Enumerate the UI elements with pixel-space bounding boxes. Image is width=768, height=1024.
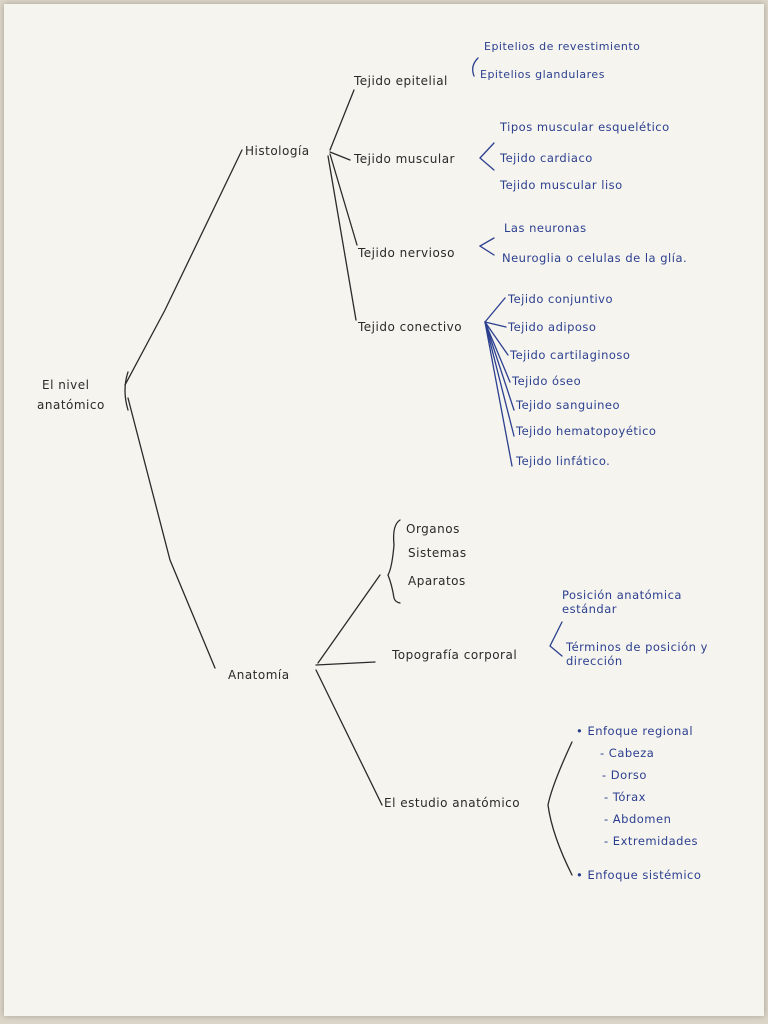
regional-abdomen: - Abdomen <box>604 812 672 826</box>
brace-epitelial <box>472 57 479 77</box>
tejido-epitelial-label: Tejido epitelial <box>354 74 448 88</box>
tejido-conjuntivo: Tejido conjuntivo <box>508 292 613 306</box>
line-histo-conectivo <box>327 155 357 321</box>
epitelios-glandulares: Epitelios glandulares <box>480 68 605 81</box>
tejido-muscular-label: Tejido muscular <box>354 152 455 166</box>
organos: Organos <box>406 522 460 536</box>
fan-conectivo-1 <box>484 297 506 323</box>
anatomia-label: Anatomía <box>228 668 290 682</box>
tipos-muscular-esqueletico: Tipos muscular esquelético <box>500 120 670 134</box>
brace-root <box>124 371 129 411</box>
tejido-adiposo: Tejido adiposo <box>508 320 597 334</box>
enfoque-sistemico: • Enfoque sistémico <box>576 868 702 882</box>
regional-dorso: - Dorso <box>602 768 647 782</box>
sistemas: Sistemas <box>408 546 467 560</box>
regional-cabeza: - Cabeza <box>600 746 655 760</box>
brace-grupo <box>387 519 401 604</box>
tejido-cardiaco: Tejido cardiaco <box>500 151 593 165</box>
root-label-line2: anatómico <box>37 398 105 412</box>
fan-conectivo-6 <box>484 321 515 437</box>
line-root-histologia <box>124 149 243 386</box>
brace-nervioso <box>478 237 495 256</box>
regional-extremidades: - Extremidades <box>604 834 699 848</box>
line-histo-muscular <box>329 151 351 161</box>
brace-muscular <box>479 142 495 171</box>
line-anat-estudio <box>315 669 383 806</box>
fan-conectivo-2 <box>484 321 507 328</box>
tejido-muscular-liso: Tejido muscular liso <box>500 178 623 192</box>
tejido-cartilaginoso: Tejido cartilaginoso <box>510 348 631 362</box>
tejido-conectivo-label: Tejido conectivo <box>358 320 463 334</box>
topografia-corporal-label: Topografía corporal <box>392 648 518 662</box>
brace-topografia <box>549 621 563 657</box>
line-histo-epitelial <box>329 89 355 151</box>
posicion-anatomica-estandar: Posición anatómica estándar <box>562 588 682 616</box>
brace-estudio <box>547 741 573 876</box>
histologia-label: Histología <box>245 144 310 158</box>
tejido-sanguineo: Tejido sanguineo <box>516 398 621 412</box>
tejido-nervioso-label: Tejido nervioso <box>358 246 455 260</box>
line-histo-nervioso <box>329 153 358 246</box>
las-neuronas: Las neuronas <box>504 221 587 235</box>
fan-conectivo-3 <box>484 321 509 356</box>
line-root-anatomia <box>127 397 216 669</box>
terminos-posicion-direccion: Términos de posición y dirección <box>566 640 708 668</box>
tejido-hematopoyetico: Tejido hematopoyético <box>516 424 657 438</box>
epitelios-revestimiento: Epitelios de revestimiento <box>484 40 641 53</box>
regional-torax: - Tórax <box>604 790 646 804</box>
neuroglia: Neuroglia o celulas de la glía. <box>502 251 688 265</box>
estudio-anatomico-label: El estudio anatómico <box>384 796 521 810</box>
fan-conectivo-4 <box>484 321 511 383</box>
aparatos: Aparatos <box>408 574 466 588</box>
paper-sheet <box>4 4 764 1016</box>
fan-conectivo-5 <box>484 321 515 411</box>
root-label-line1: El nivel <box>42 378 90 392</box>
enfoque-regional: • Enfoque regional <box>576 724 694 738</box>
line-anat-topografia <box>315 661 376 666</box>
tejido-oseo: Tejido óseo <box>512 374 582 388</box>
line-anat-grupo <box>317 574 381 664</box>
tejido-linfatico: Tejido linfático. <box>516 454 611 468</box>
fan-conectivo-7 <box>484 321 513 467</box>
